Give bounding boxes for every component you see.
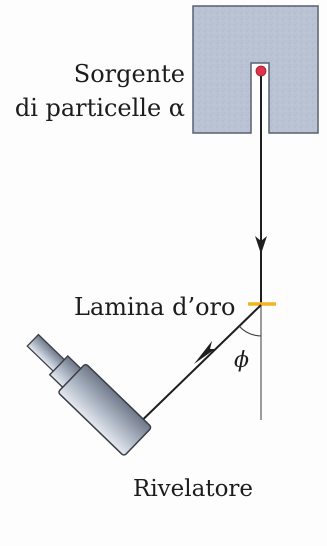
foil-label: Lamina d’oro <box>74 293 236 321</box>
angle-label: ϕ <box>234 348 249 373</box>
source-label-line2: di particelle α <box>14 94 185 122</box>
arrow-down-icon <box>255 236 267 254</box>
detector-stem <box>26 333 66 373</box>
arrow-down-left-icon <box>194 341 215 364</box>
detector <box>26 333 152 456</box>
detector-label: Rivelatore <box>133 476 254 502</box>
source-label-line1: Sorgente <box>73 60 185 88</box>
angle-arc <box>238 325 262 337</box>
particle-source-block <box>192 5 319 134</box>
emitter-dot <box>255 65 267 77</box>
